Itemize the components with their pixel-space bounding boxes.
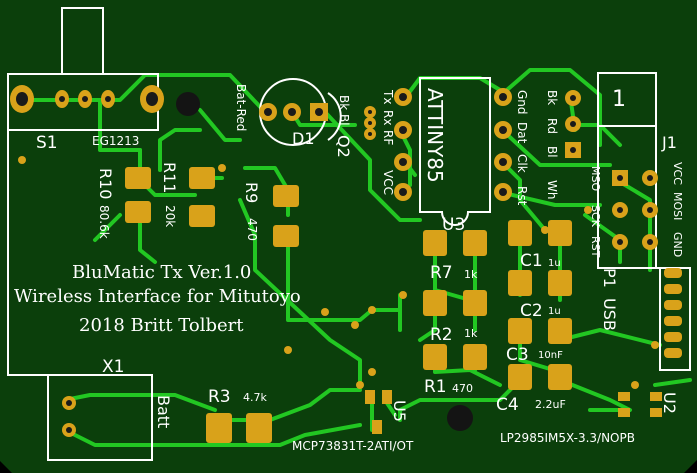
c4-ref: C4 [496, 395, 519, 415]
vias [18, 92, 659, 431]
usb-pads [664, 268, 682, 358]
silk-labels: S1 EG1213 D1 Bat-Red Bk Bl Q2 ATTINY85 U… [36, 84, 684, 453]
s1-pads [10, 85, 164, 113]
c3-ref: C3 [506, 345, 529, 365]
c2-value: 1u [548, 306, 561, 317]
x1-label: Batt [154, 395, 173, 428]
pin-gnd2: GND [671, 232, 684, 257]
r7-value: 1k [464, 268, 478, 281]
pin-rf: RF [381, 130, 395, 145]
j1-ref: J1 [661, 133, 677, 152]
j1-pin1: 1 [612, 87, 626, 112]
c2-ref: C2 [520, 301, 543, 321]
pin-vcc-left: VCC [381, 170, 395, 195]
s1-ref: S1 [36, 133, 58, 153]
c1-ref: C1 [520, 251, 543, 271]
u5-ref: U5 [390, 400, 409, 422]
p1-ref: P1 [600, 268, 619, 288]
tht-pads [62, 88, 658, 437]
pin-clk: Clk [515, 154, 529, 173]
s1-value: EG1213 [92, 134, 139, 148]
pin-rx: Rx [381, 110, 395, 125]
r9-ref: R9 [242, 182, 261, 203]
r11-ref: R11 [160, 162, 179, 193]
pin-bl: Bl [545, 146, 559, 158]
smd-pads [125, 167, 662, 443]
q2-ref: Q2 [334, 135, 353, 158]
pin-dat: Dat [515, 122, 529, 144]
c3-value: 10nF [538, 350, 563, 361]
c4-value: 2.2uF [535, 398, 566, 411]
pin-miso: MSO [589, 166, 602, 191]
q2-pins: Bk Bl [337, 95, 351, 126]
pin-sck: SCK [589, 205, 602, 228]
c1-value: 1u [548, 258, 561, 269]
pin-vcc: VCC [671, 162, 684, 185]
u2-ref: U2 [660, 392, 679, 414]
r10-ref: R10 [96, 168, 115, 199]
pin-bk: Bk [545, 90, 559, 105]
u3-ref: U3 [442, 215, 465, 235]
r3-ref: R3 [208, 387, 231, 407]
u3-value: ATTINY85 [423, 88, 447, 183]
r11-value: 20k [163, 205, 177, 227]
pin-rst2: RST [589, 236, 602, 258]
r1-value: 470 [452, 382, 473, 395]
r9-value: 470 [245, 218, 259, 241]
pin-rst: Rst [515, 186, 529, 206]
pin-tx: Tx [381, 89, 395, 104]
title-line2: Wireless Interface for Mitutoyo [14, 286, 301, 307]
d1-label: Bat-Red [234, 84, 248, 131]
r10-value: 80.6k [97, 205, 111, 239]
pin-rd: Rd [545, 118, 559, 134]
title-line3: 2018 Britt Tolbert [79, 315, 244, 336]
pin-wh: Wh [545, 180, 559, 199]
u2-value: LP2985IM5X-3.3/NOPB [500, 431, 635, 445]
r2-value: 1k [464, 327, 478, 340]
r2-ref: R2 [430, 325, 453, 345]
r7-ref: R7 [430, 263, 453, 283]
pin-mosi: MOSI [671, 192, 684, 220]
x1-ref: X1 [102, 357, 124, 377]
u5-value: MCP73831T-2ATI/OT [292, 439, 414, 453]
title-block: BluMatic Tx Ver.1.0 Wireless Interface f… [14, 262, 301, 336]
title-line1: BluMatic Tx Ver.1.0 [72, 262, 251, 283]
r1-ref: R1 [424, 377, 447, 397]
r3-value: 4.7k [243, 391, 267, 404]
p1-label: USB [600, 298, 619, 331]
pin-gnd: Gnd [515, 90, 529, 115]
d1-ref: D1 [292, 129, 315, 148]
